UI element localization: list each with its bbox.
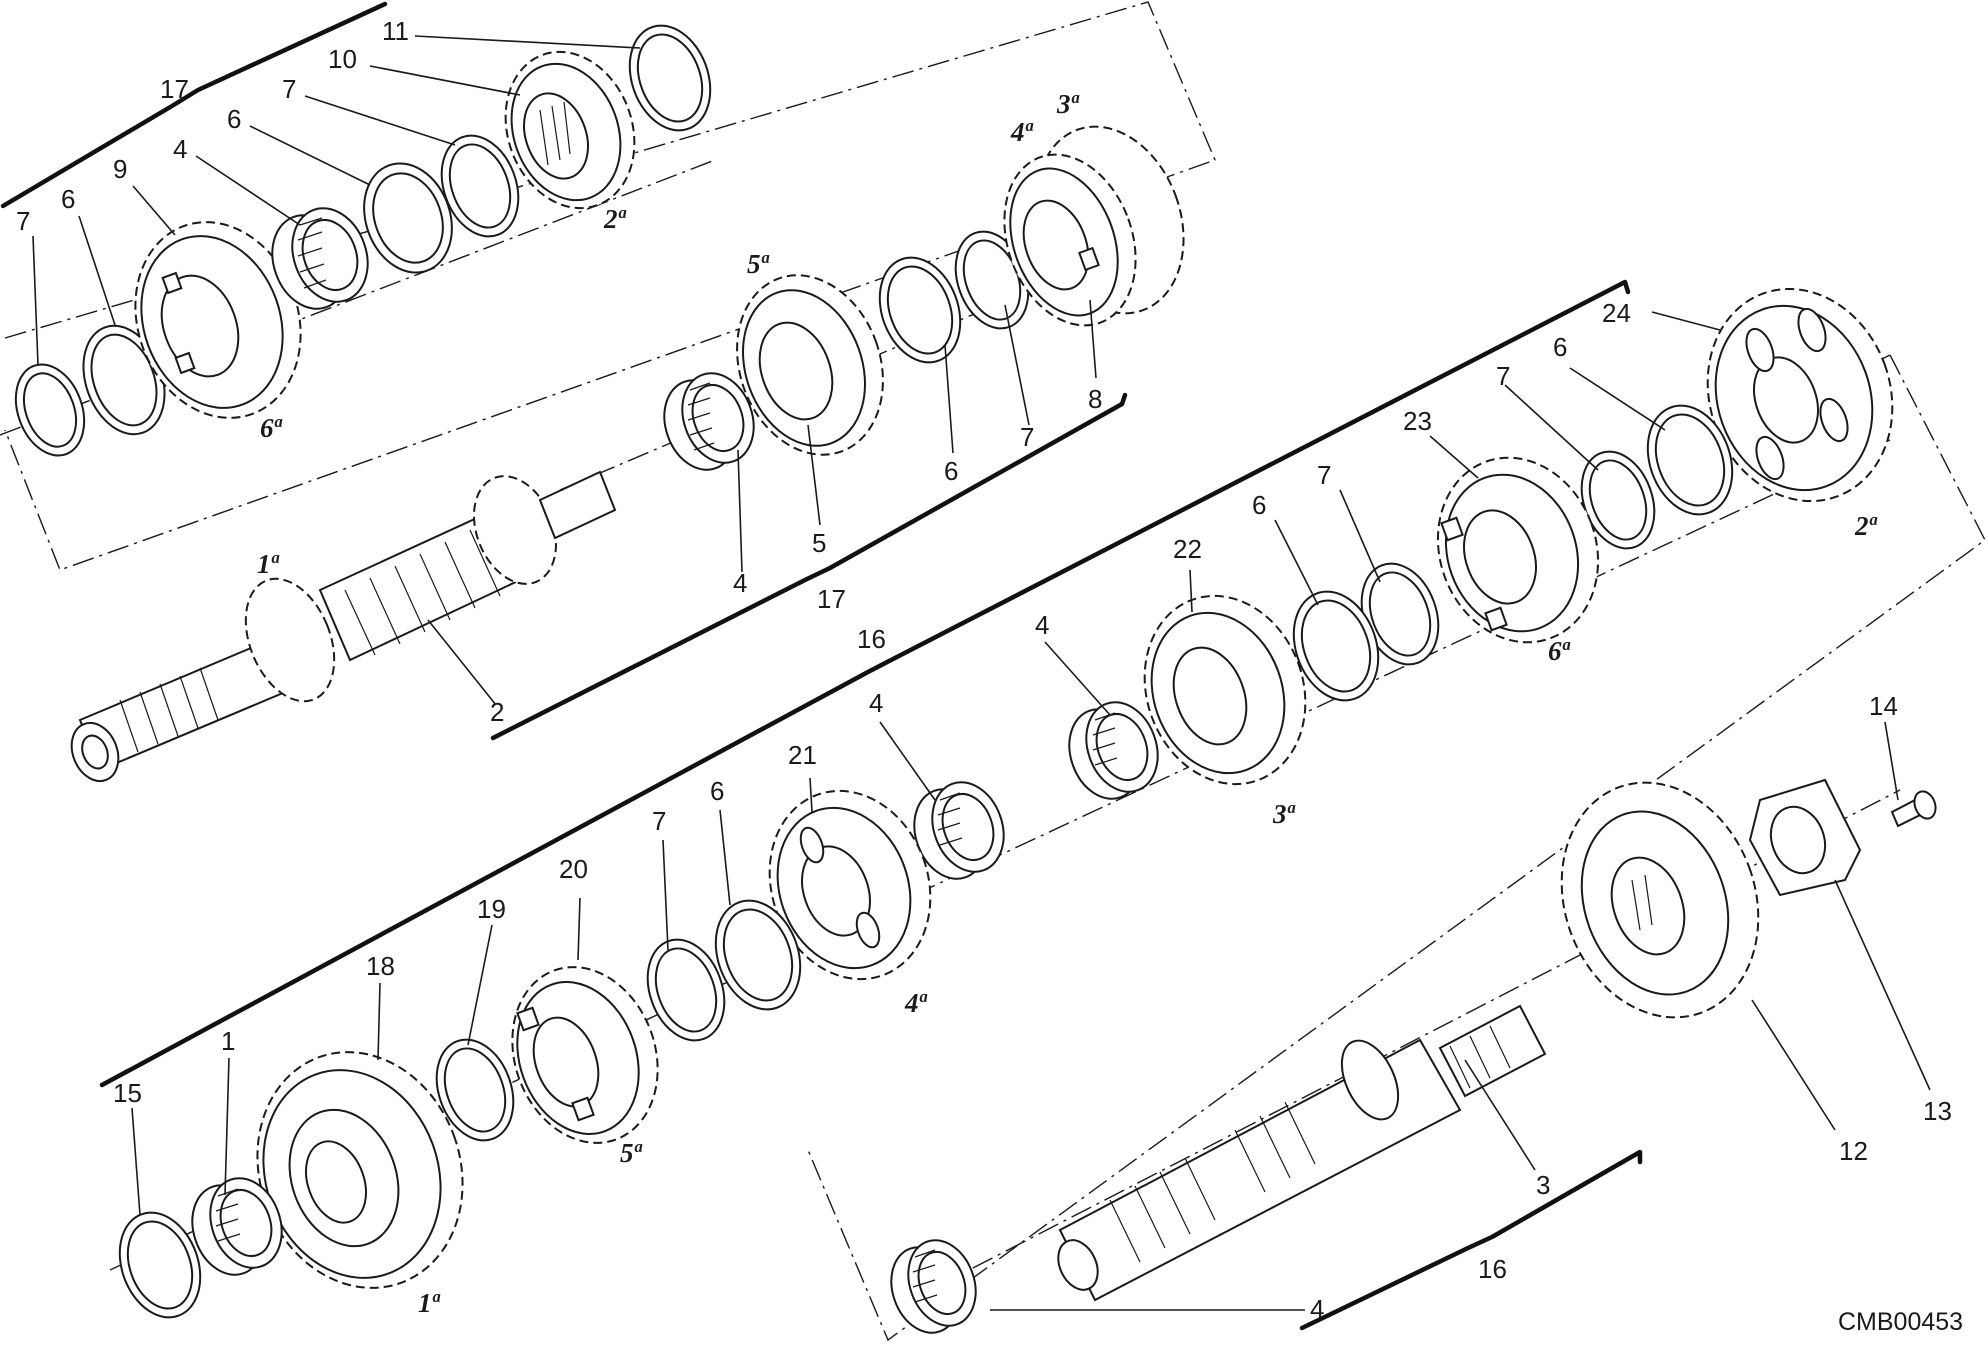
primary-shaft <box>70 470 617 783</box>
needle-bearing-4-output <box>890 1239 977 1334</box>
callout-6-lay-left: 6 <box>710 776 724 806</box>
needle-bearing-1 <box>191 1177 283 1276</box>
shim-11 <box>628 24 712 132</box>
brace-17-middle <box>490 392 1128 741</box>
drawing-code: CMB00453 <box>1838 1308 1963 1336</box>
needle-bearing-4-lay-b <box>913 781 1005 880</box>
gear-6th-layshaft <box>1436 456 1600 644</box>
gear-2nd-layshaft <box>1706 287 1894 503</box>
gear-label-4th-layshaft: 4ª <box>904 988 928 1018</box>
callout-18: 18 <box>366 951 395 981</box>
callout-21: 21 <box>788 740 817 770</box>
callout-13: 13 <box>1923 1096 1952 1126</box>
shim-6-lay-left <box>714 899 802 1011</box>
callout-9: 9 <box>113 154 127 184</box>
gear-5th-layshaft <box>511 966 659 1144</box>
gear-label-1st-layshaft: 1ª <box>418 1288 441 1318</box>
callout-24: 24 <box>1602 298 1631 328</box>
callout-4-output: 4 <box>1310 1294 1324 1324</box>
callout-16-lower: 16 <box>1478 1254 1507 1284</box>
lock-plate-13 <box>1748 778 1862 897</box>
circlip-19 <box>435 1038 515 1142</box>
shim-6-lay-right <box>1646 404 1734 516</box>
callout-5: 5 <box>812 528 826 558</box>
callout-17-middle: 17 <box>817 584 846 614</box>
callout-4-lay-b: 4 <box>869 688 883 718</box>
callout-6-mid: 6 <box>944 456 958 486</box>
callout-1: 1 <box>221 1026 235 1056</box>
shim-6-top-left <box>82 324 166 436</box>
circlip-7-lay <box>1360 562 1440 666</box>
gear-4th-layshaft <box>768 789 932 981</box>
shim-6-lay <box>1292 590 1380 702</box>
shim-15 <box>118 1211 202 1319</box>
callout-8: 8 <box>1088 384 1102 414</box>
callout-7-lay-right: 7 <box>1496 361 1510 391</box>
callout-4-mid: 4 <box>733 568 747 598</box>
callout-6-top: 6 <box>227 104 241 134</box>
needle-bearing-4-lay-a <box>1068 701 1159 800</box>
gear-label-4th-primary: 4ª <box>1010 117 1034 147</box>
callout-16-upper: 16 <box>857 624 886 654</box>
gear-label-2nd-layshaft: 2ª <box>1854 511 1878 541</box>
circlip-7-top <box>440 134 520 238</box>
gear-label-1st-primary: 1ª <box>257 549 280 579</box>
callout-4-lay-a: 4 <box>1035 610 1049 640</box>
bolt-14 <box>1890 790 1937 828</box>
gear-label-3rd-primary: 3ª <box>1056 89 1080 119</box>
callout-7-mid: 7 <box>1020 422 1034 452</box>
gear-label-3rd-layshaft: 3ª <box>1272 799 1296 829</box>
callout-10: 10 <box>328 44 357 74</box>
callout-14: 14 <box>1869 691 1898 721</box>
callout-7-top: 7 <box>282 74 296 104</box>
sprocket-12 <box>1560 781 1760 1019</box>
needle-bearing-4-mid <box>663 372 755 471</box>
upper-shaft-boundary <box>4 1 1216 571</box>
gear-6th-primary <box>134 221 302 419</box>
callout-12: 12 <box>1839 1136 1868 1166</box>
callout-23: 23 <box>1403 406 1432 436</box>
callout-22: 22 <box>1173 534 1202 564</box>
gear-3rd-layshaft <box>1143 594 1307 786</box>
callout-4-top: 4 <box>173 134 187 164</box>
callout-7-lay-left: 7 <box>652 806 666 836</box>
needle-bearing-4-top <box>271 207 369 310</box>
gear-2nd-primary <box>504 50 636 210</box>
callout-7-lay: 7 <box>1317 460 1331 490</box>
gear-5th-primary <box>736 274 884 456</box>
gear-label-5th-primary: 5ª <box>747 249 770 279</box>
gear-label-6th-primary: 6ª <box>260 413 283 443</box>
output-shaft <box>1057 1004 1547 1302</box>
circlip-7-top-left <box>14 363 86 457</box>
callout-3: 3 <box>1536 1170 1550 1200</box>
shim-6-mid <box>878 256 962 364</box>
callout-19: 19 <box>477 894 506 924</box>
callout-2: 2 <box>490 697 504 727</box>
gear-label-6th-layshaft: 6ª <box>1548 636 1571 666</box>
callout-6-lay: 6 <box>1252 490 1266 520</box>
brace-17-top <box>0 1 388 209</box>
callout-6-top-left: 6 <box>61 184 75 214</box>
callout-6-lay-right: 6 <box>1553 332 1567 362</box>
callout-17-top: 17 <box>160 74 189 104</box>
brace-16-upper <box>99 279 1631 1088</box>
gear-1st-layshaft <box>256 1051 464 1289</box>
callout-7-top-left: 7 <box>16 206 30 236</box>
leader-lines <box>32 35 1931 1311</box>
gear-3rd-4th-cluster <box>1003 125 1185 327</box>
circlip-7-lay-right <box>1580 450 1656 550</box>
brace-16-lower <box>1299 1149 1643 1331</box>
callout-20: 20 <box>559 854 588 884</box>
callout-15: 15 <box>113 1078 142 1108</box>
gear-label-2nd-primary: 2ª <box>603 204 627 234</box>
callout-11: 11 <box>382 16 409 46</box>
gear-label-5th-layshaft: 5ª <box>620 1138 643 1168</box>
